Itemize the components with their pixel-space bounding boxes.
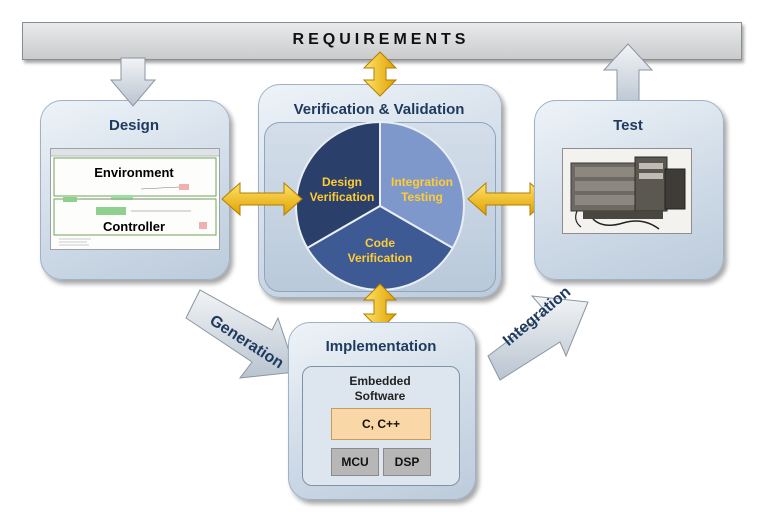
pie-segment-design-verification [295,120,381,250]
test-title: Test [613,117,643,134]
requirements-label: REQUIREMENTS [292,31,470,48]
requirements-vv-double-arrow [362,51,398,97]
design-title: Design [108,117,159,134]
generation-arrow [185,289,297,379]
implementation-title: Implementation [325,338,437,355]
environment-label: Environment [94,165,174,180]
controller-label: Controller [102,219,166,234]
dsp-chip: DSP [383,448,431,476]
test-hardware-photo [562,148,692,234]
hil-rig-image [570,156,686,230]
vv-pie [295,120,465,291]
embedded-software-label: Embedded Software [349,374,411,403]
integration-arrow [487,295,589,381]
model-diagram-image [51,149,219,246]
code-verification-label: Code Verification [347,236,413,265]
vv-title: Verification & Validation [293,101,465,118]
pie-segment-integration-testing [379,120,465,250]
design-verification-label: Design Verification [309,175,375,204]
integration-testing-label: Integration Testing [391,175,453,204]
requirements-to-design-arrow [109,57,157,107]
design-model-screenshot [50,148,220,250]
test-to-requirements-arrow [602,43,654,109]
design-vv-double-arrow [221,181,303,217]
mcu-chip: MCU [331,448,379,476]
language-chip: C, C++ [331,408,431,440]
